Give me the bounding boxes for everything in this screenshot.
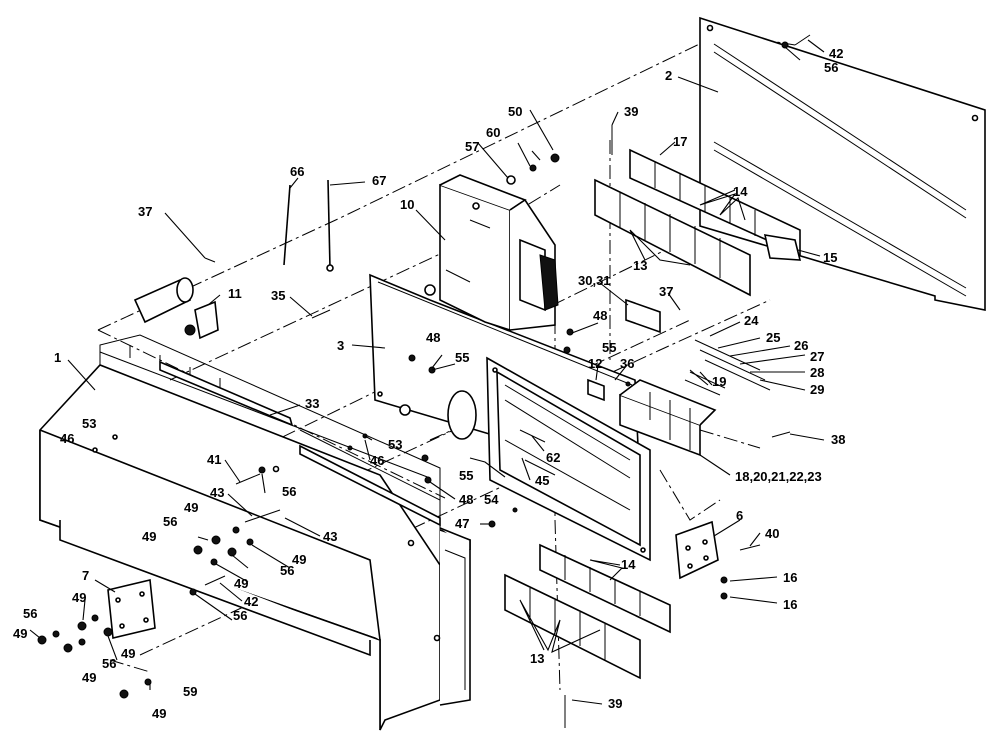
- callout-25: 25: [766, 330, 780, 345]
- inner-frame: [486, 356, 651, 562]
- callout-46-a: 46: [60, 431, 74, 446]
- sensor-part: [133, 277, 219, 340]
- callout-48-b: 48: [593, 308, 607, 323]
- callout-49-f: 49: [121, 646, 135, 661]
- callout-14-lower: 14: [621, 557, 636, 572]
- callout-16-a: 16: [783, 570, 797, 585]
- callout-47: 47: [455, 516, 469, 531]
- callout-56-b: 56: [282, 484, 296, 499]
- callout-15: 15: [823, 250, 837, 265]
- callout-29: 29: [810, 382, 824, 397]
- callout-30-31: 30,31: [578, 273, 611, 288]
- callout-48-a: 48: [426, 330, 440, 345]
- callout-53-b: 53: [388, 437, 402, 452]
- callout-43-a: 43: [210, 485, 224, 500]
- callout-13-lower: 13: [530, 651, 544, 666]
- callout-48-c: 48: [459, 492, 473, 507]
- callout-27: 27: [810, 349, 824, 364]
- callout-60: 60: [486, 125, 500, 140]
- straps: [283, 179, 334, 272]
- callout-19: 19: [712, 374, 726, 389]
- callout-37-a: 37: [138, 204, 152, 219]
- callout-56-f: 56: [23, 606, 37, 621]
- callout-33: 33: [305, 396, 319, 411]
- callout-49-b: 49: [142, 529, 156, 544]
- callout-39-a: 39: [624, 104, 638, 119]
- callout-46-b: 46: [370, 453, 384, 468]
- callout-56-g: 56: [102, 656, 116, 671]
- fasteners: [37, 34, 811, 728]
- callout-42-b: 42: [244, 594, 258, 609]
- callout-6: 6: [736, 508, 743, 523]
- callout-56-d: 56: [280, 563, 294, 578]
- callout-49-h: 49: [82, 670, 96, 685]
- callout-66: 66: [290, 164, 304, 179]
- callout-37-b: 37: [659, 284, 673, 299]
- callout-labels: 1 2 3 6 7 10 11 12 13 13 14 14 15 16 16 …: [13, 46, 845, 721]
- callout-26: 26: [794, 338, 808, 353]
- callout-49-d: 49: [234, 576, 248, 591]
- callout-56-c: 56: [163, 514, 177, 529]
- callout-36: 36: [620, 356, 634, 371]
- callout-1: 1: [54, 350, 61, 365]
- callout-49-c: 49: [292, 552, 306, 567]
- callout-43-b: 43: [323, 529, 337, 544]
- callout-12: 12: [588, 356, 602, 371]
- callout-2: 2: [665, 68, 672, 83]
- callout-45: 45: [535, 473, 549, 488]
- callout-24: 24: [744, 313, 759, 328]
- callout-56-a: 56: [824, 60, 838, 75]
- callout-40: 40: [765, 526, 779, 541]
- callout-62: 62: [546, 450, 560, 465]
- callout-28: 28: [810, 365, 824, 380]
- callout-13-upper: 13: [633, 258, 647, 273]
- callout-42-a: 42: [829, 46, 843, 61]
- callout-41: 41: [207, 452, 221, 467]
- callout-56-e: 56: [233, 608, 247, 623]
- callout-16-b: 16: [783, 597, 797, 612]
- callout-53-a: 53: [82, 416, 96, 431]
- small-components: [587, 298, 771, 402]
- callout-54: 54: [484, 492, 499, 507]
- leader-lines: [29, 39, 825, 705]
- callout-18-20-21-22-23: 18,20,21,22,23: [735, 469, 822, 484]
- callout-3: 3: [337, 338, 344, 353]
- callout-55-a: 55: [455, 350, 469, 365]
- callout-50: 50: [508, 104, 522, 119]
- main-housing: [39, 334, 471, 731]
- callout-11: 11: [228, 286, 242, 301]
- callout-49-e: 49: [72, 590, 86, 605]
- control-module: [439, 174, 559, 332]
- callout-55-b: 55: [602, 340, 616, 355]
- callout-67: 67: [372, 173, 386, 188]
- callout-59: 59: [183, 684, 197, 699]
- relay-block-upper: [594, 148, 802, 297]
- callout-7: 7: [82, 568, 89, 583]
- relay-block-lower: [504, 543, 671, 680]
- callout-39-b: 39: [608, 696, 622, 711]
- plate-6: [675, 520, 719, 580]
- callout-14-upper: 14: [733, 184, 748, 199]
- callout-10: 10: [400, 197, 414, 212]
- callout-35: 35: [271, 288, 285, 303]
- plate-7: [107, 579, 156, 639]
- callout-49-i: 49: [152, 706, 166, 721]
- callout-57: 57: [465, 139, 479, 154]
- side-rail: [159, 360, 471, 550]
- callout-49-a: 49: [184, 500, 198, 515]
- callout-55-c: 55: [459, 468, 473, 483]
- callout-17: 17: [673, 134, 687, 149]
- callout-38: 38: [831, 432, 845, 447]
- callout-49-g: 49: [13, 626, 27, 641]
